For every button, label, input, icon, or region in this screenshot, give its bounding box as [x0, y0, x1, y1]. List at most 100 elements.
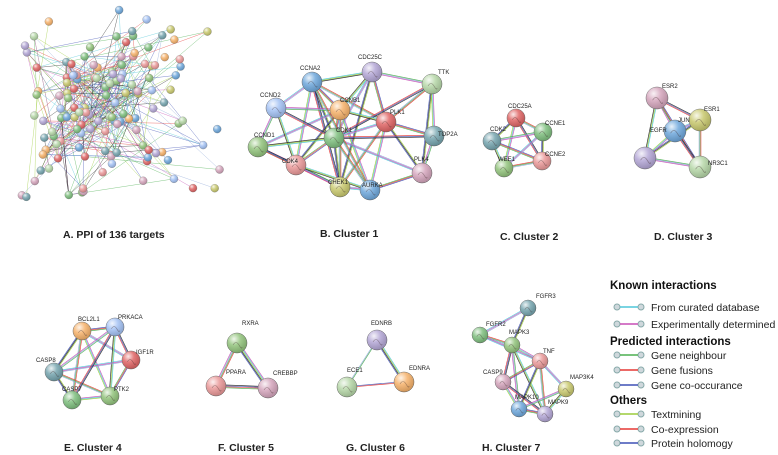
panel-a-edge — [163, 102, 183, 121]
panel-a-node — [140, 59, 150, 69]
panel-a-node — [178, 116, 187, 125]
panel-a-node — [159, 98, 169, 107]
panel-a-edge — [148, 144, 204, 151]
edge-tnf-mapk10 — [517, 360, 542, 410]
legend-label-co-expression: Co-expression — [651, 424, 719, 436]
node-rxra-label: RXRA — [242, 321, 259, 327]
node-fgfr2: FGFR2 — [471, 322, 506, 344]
panel-a-node — [117, 52, 126, 61]
node-cdk2: CDK2 — [482, 127, 507, 151]
panel-a-node — [20, 41, 30, 50]
panel-a-node — [102, 91, 111, 100]
panel-a-node — [105, 79, 114, 88]
panel-a-edge — [60, 116, 112, 142]
panel-a-edge — [71, 63, 114, 75]
panel-a-node — [89, 60, 98, 70]
panel-a-node — [32, 63, 41, 72]
node-bcl2l1: BCL2L1 — [72, 317, 100, 341]
node-ppara: PPARA — [205, 370, 246, 397]
panel-e-caption: E. Cluster 4 — [64, 442, 122, 454]
legend-swatch-curated-database — [613, 303, 645, 311]
panel-a-edge — [34, 94, 37, 182]
panel-a-node — [166, 25, 175, 34]
node-ttk: TTK — [421, 70, 449, 95]
node-ece1: ECE1 — [336, 368, 363, 398]
panel-a-edge — [116, 65, 152, 153]
panel-a-edge — [142, 90, 153, 146]
panel-a-node — [157, 147, 167, 157]
panel-a-node — [53, 154, 63, 163]
panel-a-node — [142, 15, 151, 24]
panel-a-caption: A. PPI of 136 targets — [63, 229, 165, 241]
node-aurka-label: AURKA — [362, 183, 383, 189]
legend-item-gene-neighbour: Gene neighbour — [613, 350, 727, 362]
edge-top2a-cdk1 — [333, 134, 435, 140]
panel-a-node — [128, 27, 137, 36]
panel-a-edge — [66, 82, 137, 131]
edge-cdk1-plk4 — [333, 136, 423, 175]
node-ednra: EDNRA — [393, 366, 430, 393]
cluster-6-nodes: EDNRB ECE1 EDNRA — [336, 321, 430, 398]
panel-c-caption: C. Cluster 2 — [500, 231, 559, 243]
panel-a-node — [107, 113, 117, 122]
panel-a-node — [121, 37, 131, 47]
panel-a-node — [116, 74, 126, 83]
legend-item-textmining: Textmining — [613, 409, 701, 421]
node-plk4-label: PLK4 — [414, 157, 429, 163]
node-jun: JUN — [663, 118, 690, 143]
panel-a-node — [144, 43, 153, 52]
edge-tnf-mapk9 — [538, 360, 547, 415]
panel-a-edge — [60, 117, 70, 196]
panel-a-edge — [68, 118, 136, 196]
panel-a-node — [81, 108, 91, 117]
node-ece1-label: ECE1 — [347, 368, 363, 374]
node-cdk4: CDK4 — [282, 154, 307, 176]
node-mapk3: MAPK3 — [503, 330, 530, 354]
node-plk1-label: PLK1 — [390, 110, 405, 116]
panel-a-edge — [67, 92, 116, 103]
panel-a-node — [44, 164, 54, 173]
node-cdk2-label: CDK2 — [490, 127, 507, 133]
panel-a-node — [210, 184, 219, 193]
node-mapk9: MAPK9 — [536, 400, 569, 423]
legend-swatch-gene-neighbour — [613, 351, 645, 359]
panel-a-node — [144, 145, 153, 155]
edge-fgfr3-fgfr2 — [479, 306, 529, 337]
panel-f-caption: F. Cluster 5 — [218, 442, 274, 454]
panel-a-edge — [98, 56, 134, 122]
node-nr3c1: NR3C1 — [688, 155, 728, 179]
panel-a-node — [74, 143, 84, 152]
edge-ccnd2-cdk1 — [275, 106, 335, 140]
edge-map3k4-mapk10 — [518, 387, 567, 411]
node-ednrb: EDNRB — [366, 321, 392, 351]
panel-a-node — [55, 91, 64, 100]
panel-a-edge — [122, 66, 181, 75]
panel-a-node — [203, 27, 212, 36]
panel-a-node — [199, 140, 208, 150]
node-ppara-label: PPARA — [226, 370, 246, 376]
panel-a-edge — [79, 147, 117, 153]
node-ccna2-label: CCNA2 — [300, 66, 321, 72]
node-top2a: TOP2A — [423, 125, 458, 147]
panel-a-node — [30, 111, 39, 120]
panel-a-edge — [77, 64, 122, 80]
panel-a-node — [163, 155, 173, 165]
panel-a-node — [29, 32, 39, 41]
node-igf1r: IGF1R — [121, 350, 154, 370]
panel-a-node — [166, 85, 175, 94]
legend-item-protein-holomogy: Protein holomogy — [613, 438, 733, 450]
node-esr1-label: ESR1 — [704, 107, 720, 113]
panel-a-edge — [71, 63, 95, 78]
panel-a-node — [78, 184, 88, 193]
node-ttk-label: TTK — [438, 70, 449, 76]
legend-item-gene-co-occurance: Gene co-occurance — [613, 380, 743, 392]
panel-a-node — [145, 73, 154, 83]
edge-prkaca-casp7 — [70, 326, 117, 401]
node-cdc25c: CDC25C — [358, 55, 383, 83]
legend-label-gene-neighbour: Gene neighbour — [651, 350, 727, 362]
node-ccnd2-label: CCND2 — [260, 93, 281, 99]
